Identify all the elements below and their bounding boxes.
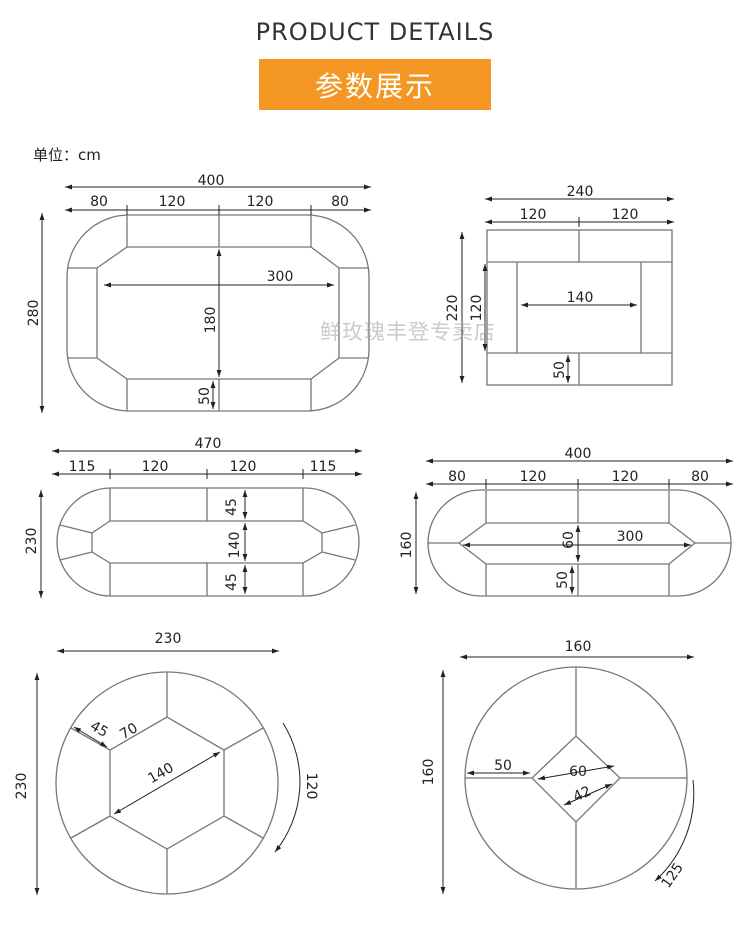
rect-inner-height-label: 180	[203, 307, 219, 334]
oval400-seg3-label: 120	[612, 469, 639, 485]
oval400-seg1-label: 80	[448, 469, 466, 485]
circle160-height-label: 160	[421, 759, 437, 786]
rect-seg4-label: 80	[331, 194, 349, 210]
u-sofa-diagram: 240 120 120 140 220 120 50	[445, 184, 674, 386]
oval400-inner-height-label: 60	[561, 531, 577, 549]
oval-470-diagram: 470 115 120 120 115 230 45 140 45	[24, 436, 362, 598]
circle230-width-label: 230	[155, 631, 182, 647]
oval400-height-label: 160	[399, 532, 415, 559]
oval400-seg2-label: 120	[520, 469, 547, 485]
u-height-label: 220	[445, 295, 461, 322]
rect-sofa-diagram: 400 80 120 120 80 300 280 180 50	[26, 173, 371, 413]
rect-seg1-label: 80	[90, 194, 108, 210]
params-badge: 参数展示	[259, 59, 491, 110]
rect-height-label: 280	[26, 300, 42, 327]
circle230-seat-depth-label: 45	[87, 718, 110, 741]
circle160-depth-label: 50	[494, 758, 512, 774]
rect-seg2-label: 120	[159, 194, 186, 210]
rect-inner-width-label: 300	[267, 269, 294, 285]
oval400-seg4-label: 80	[691, 469, 709, 485]
circle230-hex-width-label: 140	[145, 760, 176, 787]
circle230-hex-side-label: 70	[117, 720, 140, 743]
circle-160-diagram: 160 160 50 60 42 125	[421, 639, 695, 894]
u-seg2-label: 120	[612, 207, 639, 223]
circle230-height-label: 230	[14, 773, 30, 800]
watermark: 鲜玫瑰丰登专卖店	[320, 320, 496, 344]
oval470-seg4-label: 115	[310, 459, 337, 475]
circle160-width-label: 160	[565, 639, 592, 655]
oval470-inner-height-label: 140	[227, 532, 243, 559]
oval470-depth-top-label: 45	[224, 498, 240, 516]
u-inner-height-label: 120	[469, 295, 485, 322]
circle-230-diagram: 230 230 45 70 140 120	[14, 631, 319, 895]
product-details-title: PRODUCT DETAILS	[255, 18, 495, 46]
circle160-diamond-side-label: 42	[571, 783, 594, 805]
oval470-depth-bottom-label: 45	[224, 573, 240, 591]
oval-400-diagram: 400 80 120 120 80 300 160 60 50	[399, 446, 733, 597]
circle230-arc-label: 120	[303, 773, 319, 800]
oval400-inner-width-label: 300	[617, 529, 644, 545]
oval470-height-label: 230	[24, 528, 40, 555]
u-depth-label: 50	[552, 361, 568, 379]
u-seg1-label: 120	[520, 207, 547, 223]
oval400-depth-label: 50	[555, 571, 571, 589]
u-inner-width-label: 140	[567, 290, 594, 306]
oval400-total-width-label: 400	[565, 446, 592, 462]
circle160-arc-label: 125	[659, 860, 687, 891]
circle160-diamond-diagonal-label: 60	[569, 764, 587, 780]
oval470-seg3-label: 120	[230, 459, 257, 475]
oval470-seg2-label: 120	[142, 459, 169, 475]
rect-depth-label: 50	[197, 387, 213, 405]
unit-label: 单位：cm	[33, 146, 101, 164]
rect-seg3-label: 120	[247, 194, 274, 210]
oval470-total-width-label: 470	[195, 436, 222, 452]
u-total-width-label: 240	[567, 184, 594, 200]
rect-total-width-label: 400	[198, 173, 225, 189]
oval470-seg1-label: 115	[69, 459, 96, 475]
